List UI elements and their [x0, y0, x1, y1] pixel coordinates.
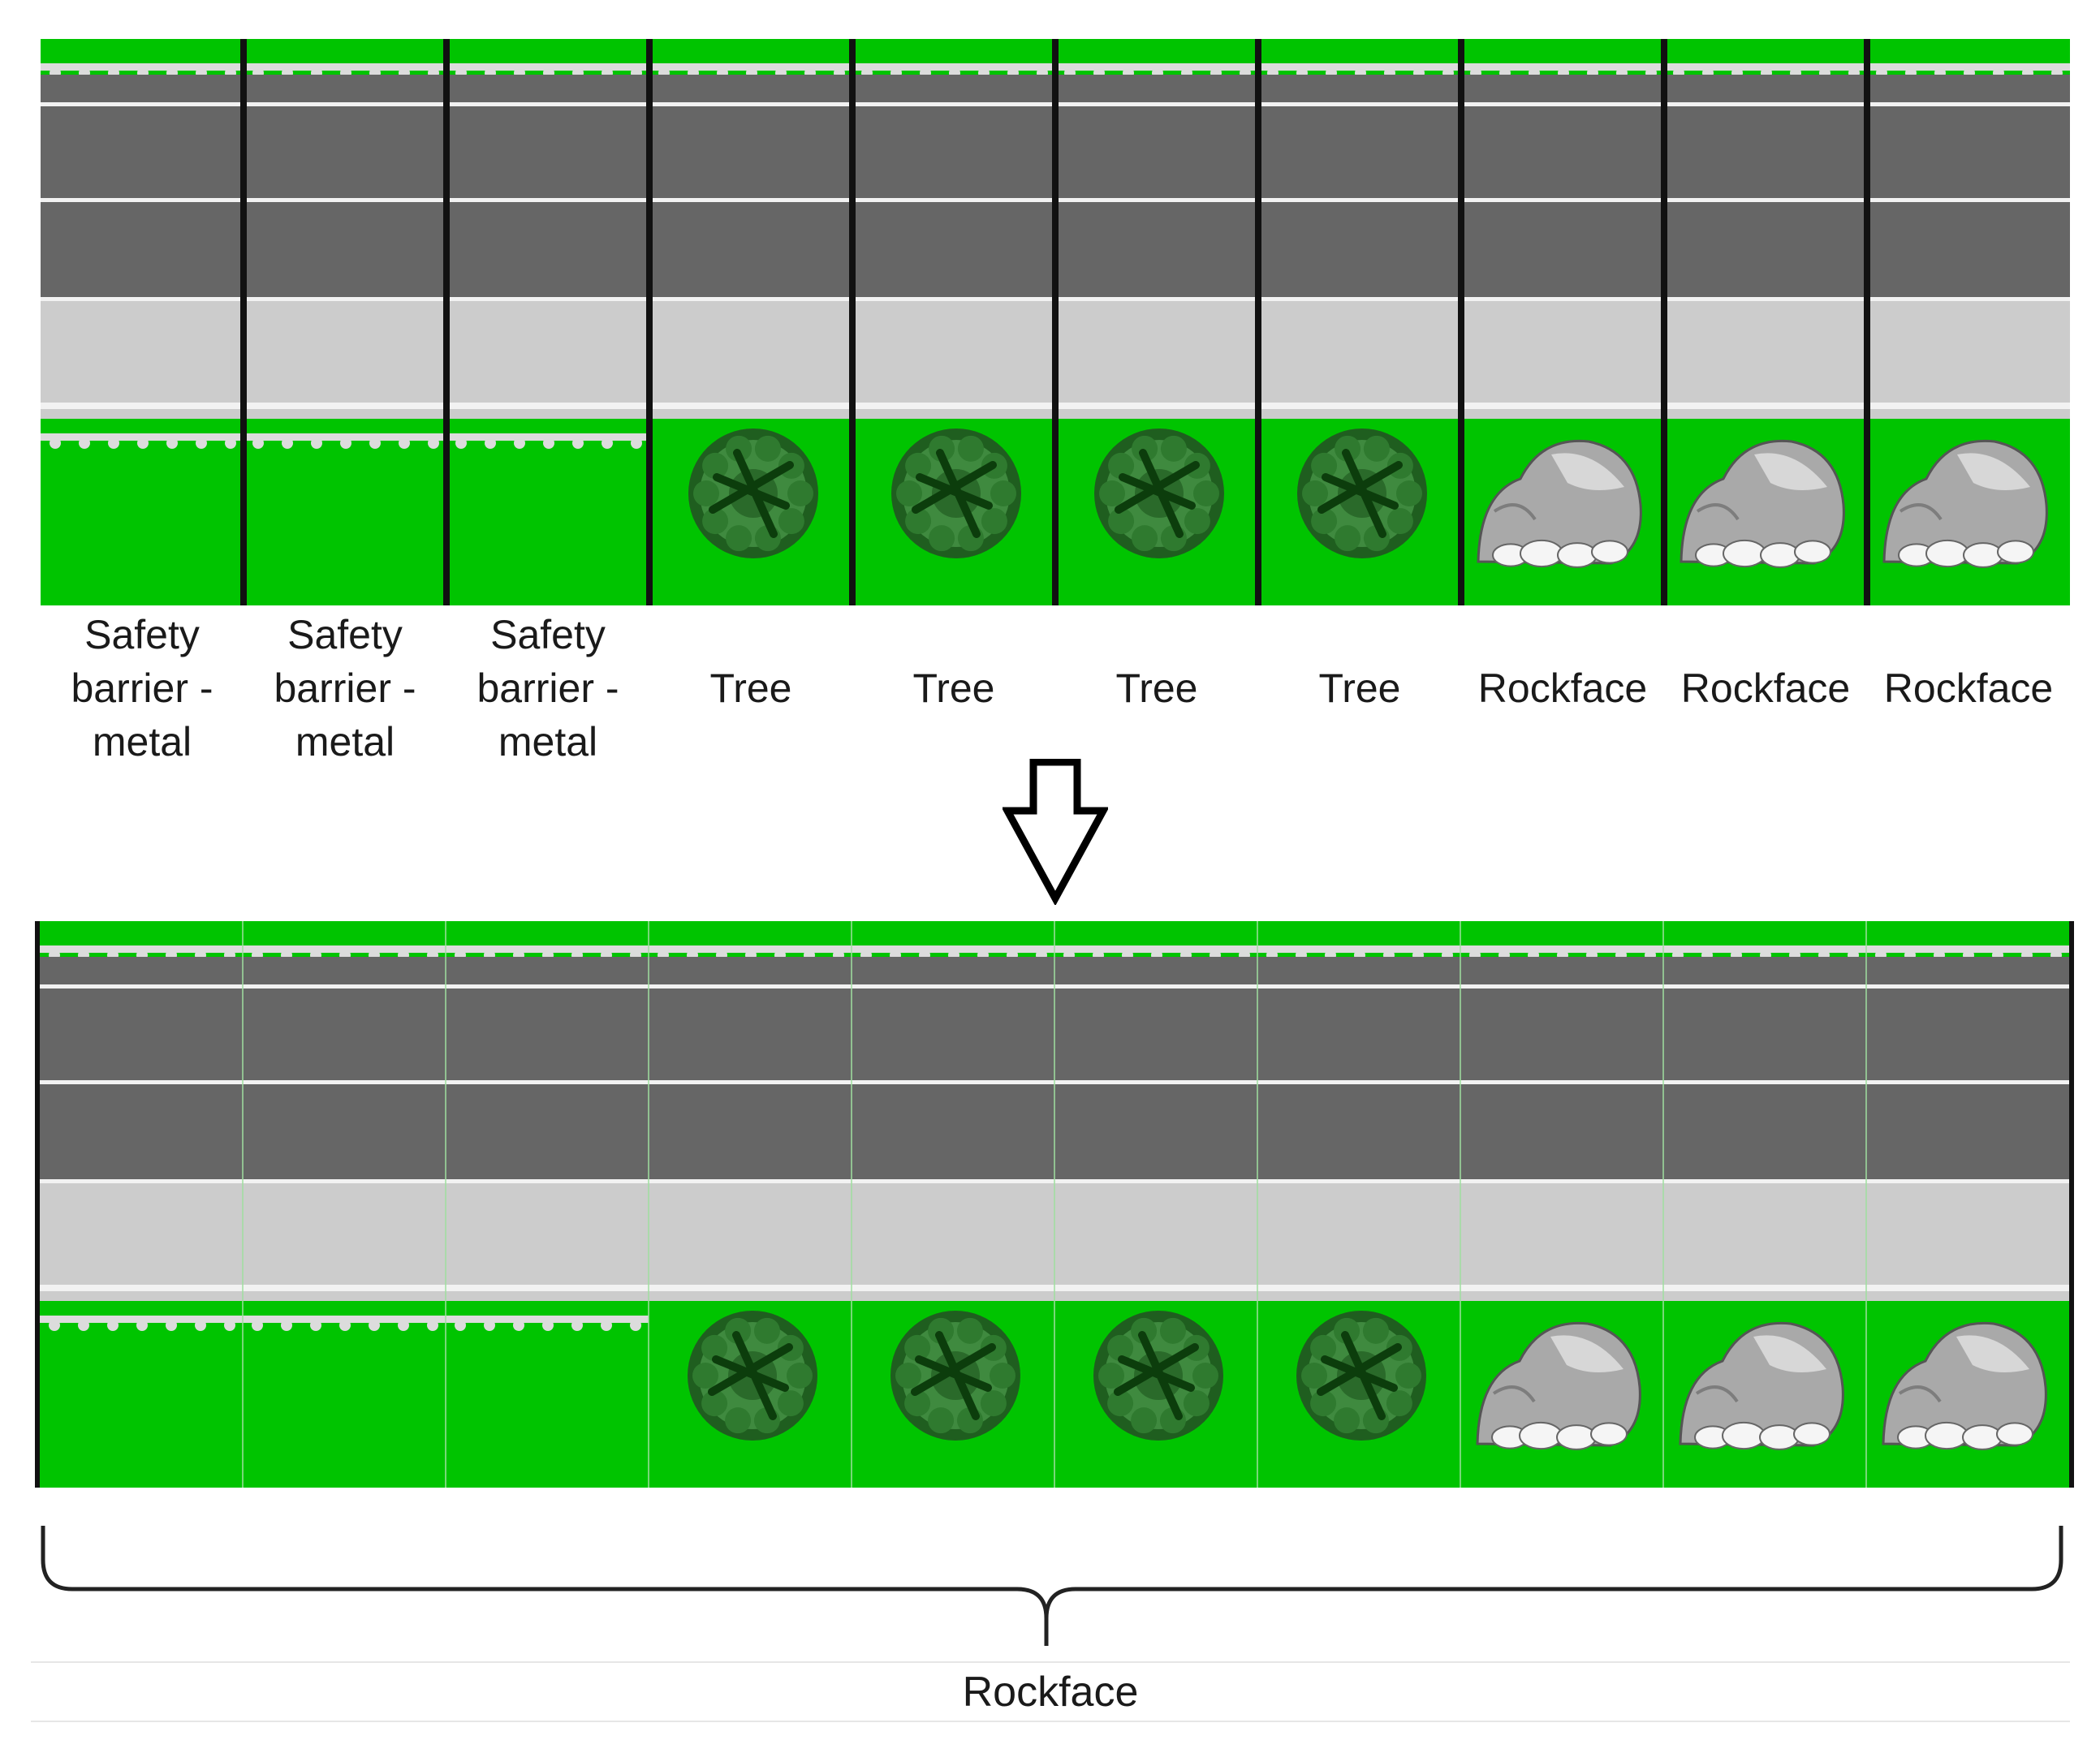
tree-icon: [1093, 1311, 1223, 1441]
rockface-icon: [1680, 439, 1845, 568]
road-segment-tree: [1257, 921, 1460, 1488]
segment-label-8: Rockface: [1477, 665, 1648, 711]
strip-edge-left: [35, 921, 40, 1488]
tree-icon: [688, 1311, 817, 1441]
road-segment-tree: [1258, 39, 1461, 605]
merged-road-diagram: [35, 921, 2074, 1488]
rockface-icon: [1882, 439, 2048, 568]
segment-divider: [443, 39, 450, 605]
strip-edge-right: [2069, 921, 2074, 1488]
segment-divider: [1458, 39, 1464, 605]
tree-icon: [891, 429, 1021, 558]
segment-labels: Safety barrier - metal Safety barrier - …: [41, 607, 2070, 769]
segment-divider: [1661, 39, 1667, 605]
tree-icon: [890, 1311, 1020, 1441]
segment-divider: [646, 39, 653, 605]
rockface-icon: [1679, 1321, 1844, 1450]
merged-road-strip: [35, 921, 2074, 1488]
segment-label-7: Tree: [1318, 665, 1401, 711]
road-segment-tree: [852, 39, 1055, 605]
down-arrow-icon: [1003, 759, 1108, 905]
road-segment-barrier: [243, 921, 446, 1488]
segment-divider: [1864, 39, 1870, 605]
road-segment-barrier: [446, 921, 649, 1488]
road-segment-barrier: [40, 921, 243, 1488]
segment-label-4: Tree: [709, 665, 792, 711]
segment-label-10: Rockface: [1883, 665, 2054, 711]
segmented-road-strip: [41, 39, 2070, 605]
road-segment-rock: [1460, 921, 1663, 1488]
road-segment-tree: [649, 39, 852, 605]
road-segment-barrier: [446, 39, 649, 605]
road-segment-tree: [1055, 39, 1258, 605]
tree-icon: [1297, 429, 1427, 558]
summary-rule-top: [31, 1661, 2070, 1663]
rockface-icon: [1882, 1321, 2047, 1450]
road-segment-rock: [1664, 39, 1867, 605]
tree-icon: [688, 429, 818, 558]
road-segment-rock: [1663, 921, 1866, 1488]
rockface-icon: [1477, 439, 1642, 568]
segment-label-6: Tree: [1115, 665, 1198, 711]
road-segment-barrier: [244, 39, 446, 605]
rockface-icon: [1476, 1321, 1641, 1450]
segment-divider: [849, 39, 856, 605]
segment-label-1: Safety barrier - metal: [71, 612, 213, 765]
summary-rule-bottom: [31, 1721, 2070, 1722]
segment-label-9: Rockface: [1680, 665, 1851, 711]
tree-icon: [1296, 1311, 1426, 1441]
road-segment-tree: [649, 921, 852, 1488]
road-segment-tree: [1054, 921, 1257, 1488]
curly-brace: [37, 1526, 2070, 1647]
segment-label-5: Tree: [912, 665, 995, 711]
road-segment-rock: [1461, 39, 1664, 605]
segment-label-2: Safety barrier - metal: [274, 612, 416, 765]
road-segment-tree: [852, 921, 1054, 1488]
tree-icon: [1094, 429, 1224, 558]
road-segment-rock: [1866, 921, 2069, 1488]
segment-divider: [1255, 39, 1261, 605]
segment-divider: [1052, 39, 1059, 605]
road-segment-rock: [1867, 39, 2070, 605]
road-segment-barrier: [41, 39, 244, 605]
segmented-road-diagram: [41, 39, 2070, 605]
segment-label-3: Safety barrier - metal: [476, 612, 619, 765]
segment-divider: [240, 39, 247, 605]
merged-segment-label: Rockface: [962, 1668, 1139, 1716]
